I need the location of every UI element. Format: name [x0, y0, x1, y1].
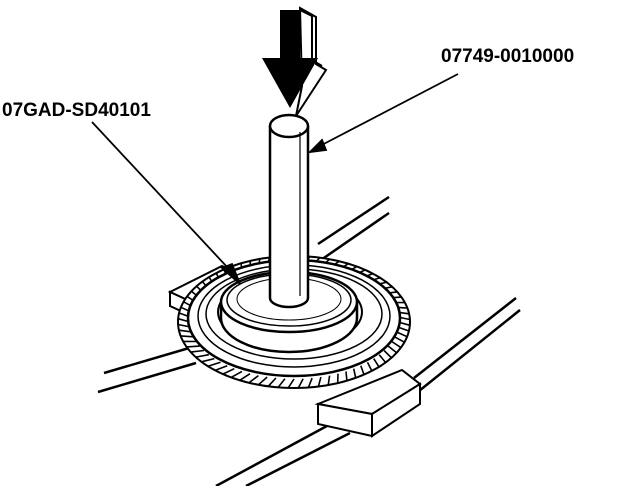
gear-tooth: [181, 336, 194, 337]
tool-label-driver: 07749-0010000: [441, 47, 574, 66]
tool-label-installer: 07GAD-SD40101: [2, 101, 151, 120]
gear-tooth: [346, 371, 347, 380]
press-arrow-icon: [262, 8, 326, 116]
driver-shaft: [270, 115, 308, 307]
gear-tooth: [187, 346, 200, 347]
